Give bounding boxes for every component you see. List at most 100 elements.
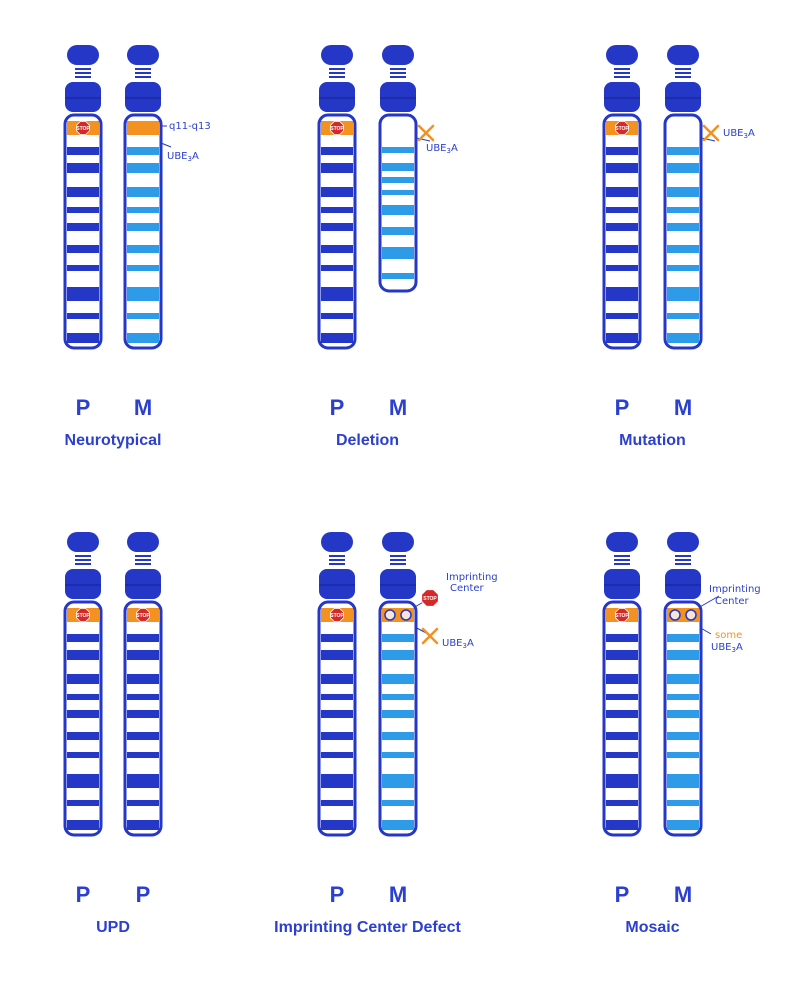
chromosome-band xyxy=(606,732,638,740)
chromosome-band xyxy=(321,287,353,301)
chromosome-head xyxy=(65,82,101,112)
stop-sign-icon xyxy=(76,121,90,135)
chromosome-left: STOP xyxy=(317,45,357,350)
chromosome-band xyxy=(667,187,699,197)
chromosome-band xyxy=(382,634,414,642)
stop-sign-icon xyxy=(615,608,629,622)
stop-sign-label: STOP xyxy=(76,613,90,619)
chromosome-band xyxy=(321,732,353,740)
chromosome-band xyxy=(67,710,99,718)
chromosome-band xyxy=(606,187,638,197)
chromosome-band xyxy=(67,163,99,173)
stop-sign-icon xyxy=(615,121,629,135)
chromosome-band xyxy=(606,650,638,660)
chromosome-band xyxy=(382,752,414,758)
chromosome-band xyxy=(321,710,353,718)
chromosome-band xyxy=(382,147,414,153)
chromosome-band xyxy=(321,163,353,173)
chromosome-band xyxy=(382,177,414,183)
chromosome-band xyxy=(67,694,99,700)
chromosome-band xyxy=(127,820,159,830)
chromosome-head xyxy=(604,82,640,112)
chromosome-band xyxy=(321,674,353,684)
chromosome-band xyxy=(127,287,159,301)
imprint-circle xyxy=(685,609,697,621)
chromosome-band xyxy=(67,287,99,301)
chromosome-band xyxy=(321,187,353,197)
chromosome-band xyxy=(667,163,699,173)
chromosome-band xyxy=(382,674,414,684)
chromosome-band xyxy=(606,163,638,173)
chromosome-band xyxy=(606,800,638,806)
stop-sign-label: STOP xyxy=(615,126,629,132)
chromosome-head xyxy=(604,569,640,599)
chromosome-band xyxy=(667,650,699,660)
panel-title: Imprinting Center Defect xyxy=(274,919,461,936)
chromosome-band xyxy=(127,333,159,343)
chromosome-band xyxy=(127,634,159,642)
chromosome-band xyxy=(127,223,159,231)
region-label: q11-q13 xyxy=(169,121,211,132)
chromosome-right xyxy=(378,45,418,293)
chromosome-band xyxy=(127,774,159,788)
chromosome-band xyxy=(321,694,353,700)
chromosome-band xyxy=(67,752,99,758)
chromosome-band xyxy=(667,694,699,700)
chromosome-band xyxy=(382,800,414,806)
cross-icon xyxy=(417,124,435,142)
stop-sign-label: STOP xyxy=(423,596,437,602)
chromosome-band xyxy=(67,245,99,253)
chromosome-band xyxy=(67,774,99,788)
chromosome-cap xyxy=(127,532,159,552)
chromosome-band xyxy=(321,207,353,213)
chromosome-band xyxy=(127,752,159,758)
chromosome-head xyxy=(380,82,416,112)
parent-letter: P xyxy=(136,882,151,907)
chromosome-band xyxy=(606,287,638,301)
chromosome-left: STOP xyxy=(602,45,642,350)
chromosome-band xyxy=(321,752,353,758)
chromosome-band xyxy=(667,820,699,830)
chromosome-head xyxy=(125,569,161,599)
chromosome-band xyxy=(606,265,638,271)
imprinting-label: Center xyxy=(715,596,750,607)
cross-icon xyxy=(702,124,720,142)
chromosome-band xyxy=(321,800,353,806)
chromosome-head xyxy=(665,82,701,112)
imprint-circle xyxy=(400,609,412,621)
chromosome-band xyxy=(127,800,159,806)
chromosome-cap xyxy=(127,45,159,65)
chromosome-right xyxy=(123,45,163,350)
chromosome-left: STOP xyxy=(63,532,103,837)
chromosome-band xyxy=(382,820,414,830)
stop-sign-label: STOP xyxy=(330,613,344,619)
stop-sign-icon xyxy=(330,121,344,135)
chromosome-band xyxy=(606,634,638,642)
parent-letter: M xyxy=(389,882,407,907)
chromosome-band xyxy=(382,163,414,171)
chromosome-band xyxy=(127,265,159,271)
parent-letter: M xyxy=(674,882,692,907)
stop-sign-label: STOP xyxy=(76,126,90,132)
chromosome-band xyxy=(67,820,99,830)
chromosome-band xyxy=(67,800,99,806)
chromosome-band xyxy=(606,674,638,684)
chromosome-band xyxy=(321,774,353,788)
chromosome-band xyxy=(321,333,353,343)
panel-title: Mutation xyxy=(619,432,686,449)
chromosome-band xyxy=(382,710,414,718)
chromosome-band xyxy=(667,732,699,740)
chromosome-head xyxy=(319,82,355,112)
chromosome-band xyxy=(606,223,638,231)
stop-sign-label: STOP xyxy=(136,613,150,619)
chromosome-band xyxy=(321,650,353,660)
chromosome-band xyxy=(667,313,699,319)
chromosome-band xyxy=(127,163,159,173)
chromosome-right: STOP xyxy=(123,532,163,837)
panel-title: Deletion xyxy=(336,432,399,449)
chromosome-head xyxy=(380,569,416,599)
gene-label: UBE3A xyxy=(442,638,474,650)
imprint-circle xyxy=(384,609,396,621)
chromosome-band xyxy=(606,333,638,343)
